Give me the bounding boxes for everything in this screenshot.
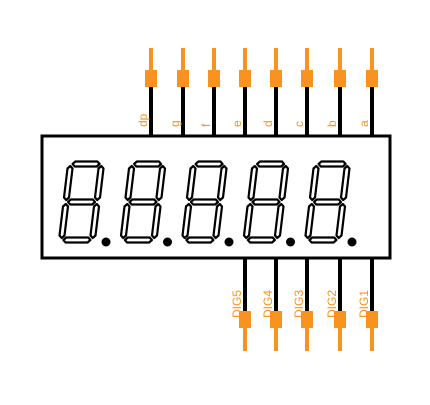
segment-g (251, 198, 281, 206)
segment-f (247, 164, 259, 202)
pin-pad (301, 311, 313, 328)
segment-a (133, 160, 163, 168)
digit-3 (181, 160, 234, 247)
pin-pad (301, 70, 313, 87)
pin-pad (270, 311, 282, 328)
pin-dig1: DIG1 (357, 258, 378, 351)
segment-d (123, 236, 153, 244)
pin-label: d (261, 120, 275, 127)
pin-dig5: DIG5 (230, 258, 251, 351)
pin-b: b (325, 48, 346, 136)
pin-dig2: DIG2 (325, 258, 346, 351)
segment-f (124, 164, 136, 202)
pin-label: DIG3 (292, 290, 306, 318)
segment-dp (163, 237, 172, 247)
segment-e (58, 202, 70, 240)
segment-f (62, 164, 74, 202)
segment-dp (101, 237, 111, 247)
pin-pad (366, 311, 378, 328)
pin-f: f (199, 48, 220, 136)
pin-dp: dp (136, 48, 157, 136)
pin-pad (208, 70, 220, 87)
segment-g (66, 198, 97, 206)
pin-pad (145, 70, 157, 87)
segment-d (62, 236, 92, 244)
pin-label: DIG4 (261, 290, 275, 318)
segment-e (181, 202, 193, 240)
pin-label: f (199, 123, 213, 127)
segment-g (312, 198, 343, 206)
pin-c: c (292, 48, 313, 136)
pin-label: c (292, 121, 306, 127)
segment-c (335, 202, 347, 240)
pin-label: DIG5 (230, 290, 244, 318)
segment-c (150, 202, 162, 240)
pin-label: DIG2 (325, 290, 339, 318)
pin-label: a (357, 120, 371, 127)
segment-a (194, 160, 224, 168)
segment-e (242, 202, 254, 240)
digit-2 (119, 160, 172, 247)
pin-pad (334, 70, 346, 87)
pin-label: e (230, 120, 244, 127)
pin-pad (239, 70, 251, 87)
segment-b (278, 164, 290, 202)
pin-pad (239, 311, 251, 328)
segment-d (308, 236, 338, 244)
pin-label: dp (136, 113, 150, 127)
segment-e (119, 202, 131, 240)
pin-a: a (357, 48, 378, 136)
pin-dig3: DIG3 (292, 258, 313, 351)
pin-d: d (261, 48, 282, 136)
segment-b (155, 164, 167, 202)
segment-a (71, 160, 101, 168)
digit-1 (58, 160, 111, 247)
segment-b (216, 164, 228, 202)
pin-label: DIG1 (357, 290, 371, 318)
pin-pad (177, 70, 189, 87)
digit-5 (304, 160, 357, 247)
segment-dp (286, 237, 295, 247)
segment-b (93, 164, 105, 202)
top-pin-group: dp g f e d c b a (136, 48, 378, 136)
pin-pad (270, 70, 282, 87)
segment-d (246, 236, 276, 244)
segment-g (128, 198, 158, 206)
segment-b (339, 164, 351, 202)
pin-label: g (168, 120, 182, 127)
pin-pad (366, 70, 378, 87)
segment-f (185, 164, 197, 202)
pin-dig4: DIG4 (261, 258, 282, 351)
segment-f (308, 164, 320, 202)
digit-4 (242, 160, 295, 247)
segment-dp (224, 237, 234, 247)
pin-label: b (325, 120, 339, 127)
pin-g: g (168, 48, 189, 136)
segment-c (212, 202, 224, 240)
segment-a (317, 160, 347, 168)
pin-e: e (230, 48, 251, 136)
pin-pad (334, 311, 346, 328)
segment-d (185, 236, 215, 244)
bottom-pin-group: DIG5 DIG4 DIG3 DIG2 DIG1 (230, 258, 378, 351)
digit-group (58, 160, 357, 247)
segment-e (304, 202, 316, 240)
segment-c (273, 202, 285, 240)
segment-g (189, 198, 220, 206)
segment-c (89, 202, 101, 240)
segment-a (256, 160, 286, 168)
segment-dp (347, 237, 357, 247)
